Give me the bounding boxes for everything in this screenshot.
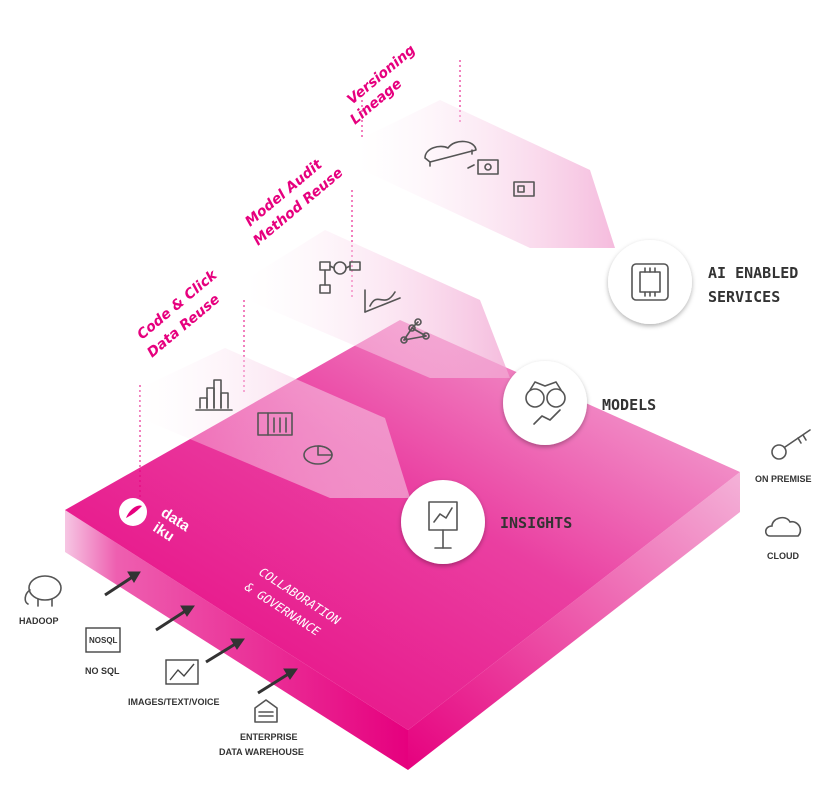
enterprise-label-line2: DATA WAREHOUSE [219,747,304,757]
enterprise-source: ENTERPRISE DATA WAREHOUSE [219,699,304,757]
ai-services-label-line1: AI ENABLED [708,264,798,282]
source-arrows [104,571,298,695]
nosql-box-label: NOSQL [89,636,118,645]
hadoop-source: HADOOP [19,575,62,626]
pie-chart-icon [303,445,333,465]
nosql-source: NOSQL NO SQL [85,627,121,676]
cloud-server-icon [424,140,477,167]
hadoop-label: HADOOP [19,616,59,626]
images-label: IMAGES/TEXT/VOICE [128,697,220,707]
layer-panel-data-shape [140,348,410,498]
curve-chart-icon [364,289,401,313]
nosql-box-icon [85,627,121,653]
key-icon [771,429,811,460]
ai-services-node: AI ENABLED SERVICES [608,240,798,324]
on-premise-label: ON PREMISE [755,474,812,484]
layer-panel-version: Versioning Lineage [344,42,615,248]
bar-chart-icon [195,379,233,411]
dashboard-kiosk-icon [428,501,458,549]
decision-tree-icon [319,261,361,294]
cloud-icon [764,516,802,537]
device-icon [513,181,535,197]
elephant-icon [24,575,62,607]
chip-icon [631,263,669,301]
network-graph-icon [400,318,430,344]
database-icon [467,159,499,175]
line-chart-icon [165,659,199,685]
insights-node: INSIGHTS [401,480,572,564]
ai-services-label-line2: SERVICES [708,288,780,306]
cloud-deploy: CLOUD [764,516,802,561]
cloud-label: CLOUD [767,551,799,561]
warehouse-icon [254,699,278,723]
binoculars-icon [525,381,566,425]
slab-right-face [408,472,740,770]
layer-panel-model-shape [248,230,510,378]
models-node: MODELS [503,361,656,445]
nosql-label: NO SQL [85,666,120,676]
table-icon [257,412,293,436]
images-source: IMAGES/TEXT/VOICE [128,659,220,707]
insights-label: INSIGHTS [500,514,572,532]
on-premise-deploy: ON PREMISE [755,429,812,484]
enterprise-label-line1: ENTERPRISE [240,732,298,742]
models-label: MODELS [602,396,656,414]
